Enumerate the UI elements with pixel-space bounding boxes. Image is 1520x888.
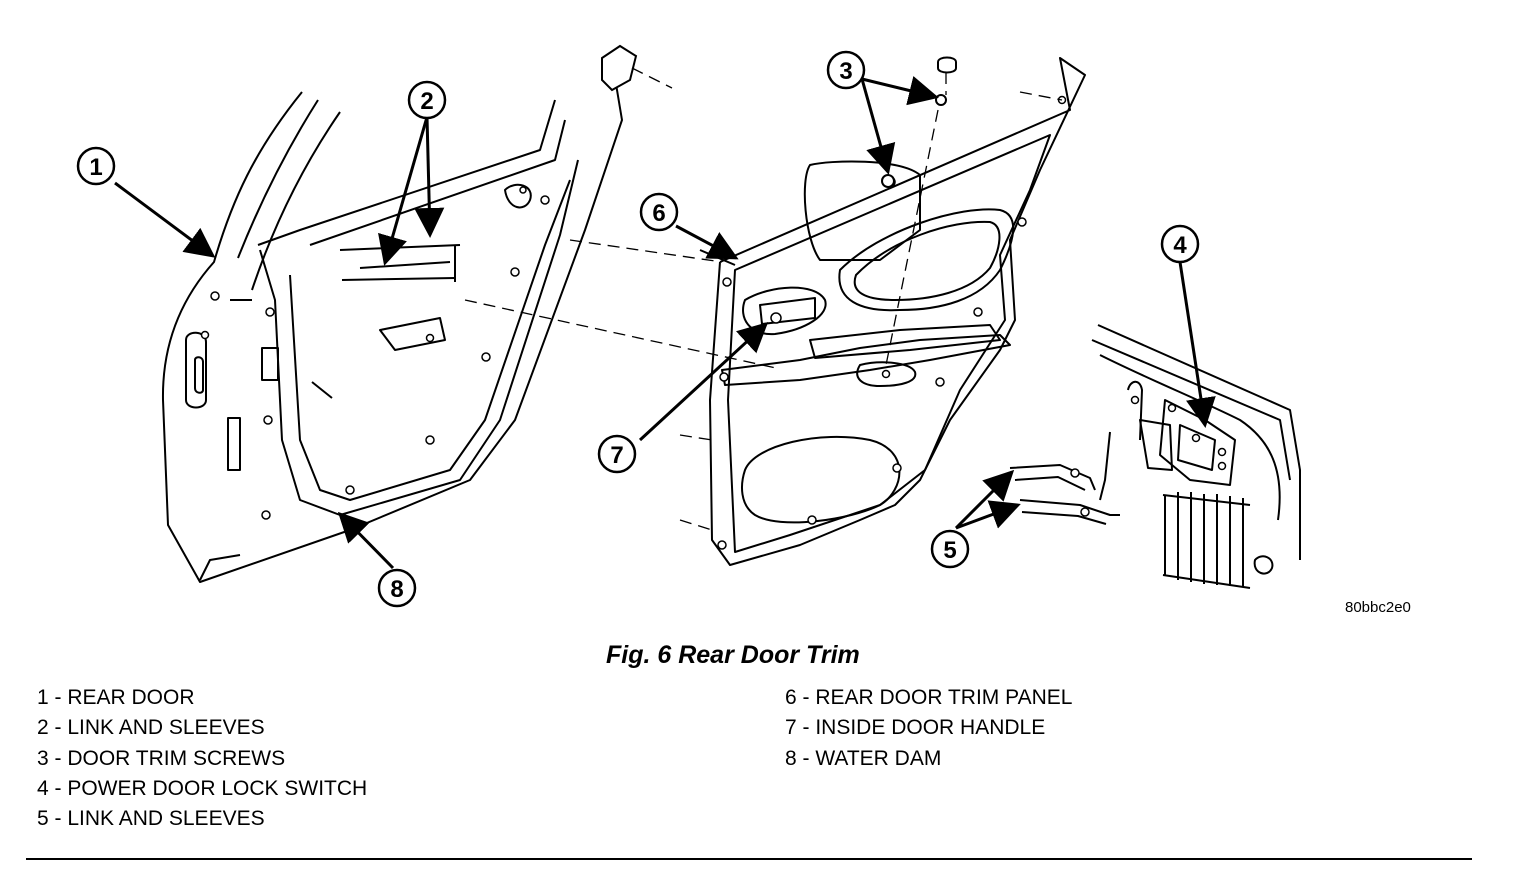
assembly-dash-lines <box>464 67 1063 531</box>
callout-2: 2 <box>407 80 447 120</box>
callout-1: 1 <box>76 146 116 186</box>
svg-text:2: 2 <box>420 88 433 115</box>
svg-text:8: 8 <box>390 576 403 603</box>
legend-item-8: 8 - WATER DAM <box>785 746 942 770</box>
figure-id: 80bbc2e0 <box>1345 599 1411 616</box>
legend-item-4: 4 - POWER DOOR LOCK SWITCH <box>37 776 368 800</box>
legend-left-column: 1 - REAR DOOR 2 - LINK AND SLEEVES 3 - D… <box>37 683 367 834</box>
legend-item-3: 3 - DOOR TRIM SCREWS <box>37 746 286 770</box>
legend-item-5: 5 - LINK AND SLEEVES <box>37 807 265 831</box>
bottom-divider <box>26 858 1472 860</box>
trim-panel-clip-holes <box>717 95 1067 550</box>
figure-caption: Fig. 6 Rear Door Trim <box>606 641 860 669</box>
svg-text:1: 1 <box>89 154 102 181</box>
legend-item-2: 2 - LINK AND SLEEVES <box>37 716 265 740</box>
svg-text:6: 6 <box>652 200 665 227</box>
trim-panel-drawing <box>699 57 1086 566</box>
legend-right-column: 6 - REAR DOOR TRIM PANEL 7 - INSIDE DOOR… <box>785 683 1072 774</box>
callout-8: 8 <box>377 568 417 608</box>
door-fastener-holes <box>200 186 550 520</box>
rear-door-trim-diagram: 1 2 3 4 5 6 7 8 <box>76 44 1301 608</box>
svg-text:4: 4 <box>1173 232 1187 259</box>
svg-text:7: 7 <box>610 442 623 469</box>
legend-item-6: 6 - REAR DOOR TRIM PANEL <box>785 686 1073 709</box>
legend-item-1: 1 - REAR DOOR <box>37 686 195 709</box>
callout-4: 4 <box>1160 224 1200 264</box>
trim-screws-drawing <box>601 44 957 188</box>
legend-item-7: 7 - INSIDE DOOR HANDLE <box>785 716 1046 740</box>
lock-switch-drawing <box>1009 324 1301 589</box>
svg-text:3: 3 <box>839 58 852 85</box>
svg-text:5: 5 <box>943 537 956 564</box>
callout-leaders <box>114 76 1216 570</box>
callout-3: 3 <box>826 50 866 90</box>
callout-5: 5 <box>930 529 970 569</box>
rear-door-drawing <box>161 59 623 583</box>
callout-7: 7 <box>597 434 637 474</box>
callout-6: 6 <box>639 192 679 232</box>
lock-switch-holes <box>1070 395 1227 517</box>
